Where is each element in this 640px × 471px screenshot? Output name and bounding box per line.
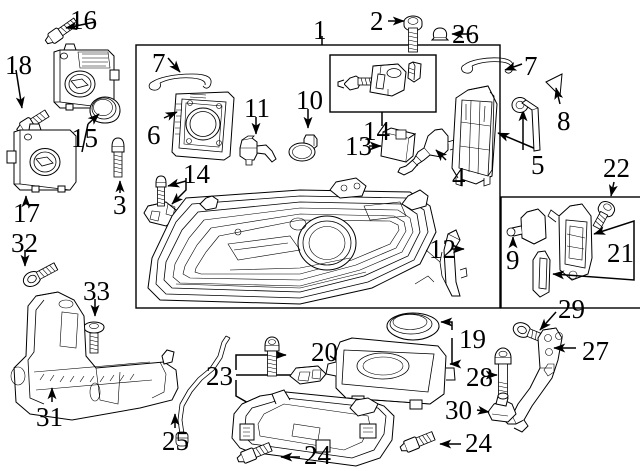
leader-7-right xyxy=(504,62,523,71)
callout-28-bolt: 28 xyxy=(466,362,493,392)
part-23-mounting-plate xyxy=(231,389,395,467)
callout-24-bolt-right: 24 xyxy=(465,428,492,458)
leader-7-left xyxy=(167,57,181,73)
part-21-socket xyxy=(547,203,593,281)
callout-7-spring-right: 7 xyxy=(524,51,538,81)
part-19-gasket xyxy=(386,312,440,341)
leader-5a xyxy=(497,132,537,150)
leader-29 xyxy=(539,311,557,331)
leader-18 xyxy=(15,69,25,109)
callout-13-module: 13 xyxy=(345,131,372,161)
callout-32-bolt: 32 xyxy=(11,228,38,258)
leader-16 xyxy=(65,21,96,31)
callout-25-hose: 25 xyxy=(162,426,189,456)
callout-15-cover-cap: 15 xyxy=(71,123,98,153)
leader-14b xyxy=(171,178,187,205)
part-8-bracket xyxy=(511,73,563,152)
part-28-bolt xyxy=(494,347,512,397)
part-23-bolt xyxy=(264,336,280,377)
part-module-upper xyxy=(53,43,120,111)
callout-22-bolt: 22 xyxy=(603,153,630,183)
leader-22 xyxy=(608,181,618,197)
callout-16-screw: 16 xyxy=(70,5,97,35)
part-1-headlamp-assembly xyxy=(147,177,437,305)
part-19-ballast xyxy=(325,337,456,410)
part-11-bulb xyxy=(239,135,277,166)
callout-26-cap: 26 xyxy=(452,19,479,49)
callout-19-ballast: 19 xyxy=(459,324,486,354)
callout-18-screw: 18 xyxy=(5,50,32,80)
bracket-detail-box xyxy=(329,54,437,113)
leader-19a xyxy=(440,317,453,330)
part-10-bulb-socket xyxy=(288,134,318,162)
part-6-lamp-frame xyxy=(171,91,235,161)
part-23-clip xyxy=(289,365,327,385)
part-9-sensor xyxy=(506,208,547,245)
callout-8-bracket: 8 xyxy=(557,106,571,136)
leader-4 xyxy=(435,149,448,162)
callout-9-sensor: 9 xyxy=(506,245,520,275)
callout-5-lamp-cover: 5 xyxy=(531,150,545,180)
callout-20-bolt: 20 xyxy=(311,337,338,367)
callout-14-bracket-detail: 14 xyxy=(363,116,390,146)
part-14-bracket-screw xyxy=(155,175,167,207)
part-14-bracket-detail xyxy=(337,61,422,97)
part-25-hose xyxy=(175,335,231,447)
callout-17-control-unit: 17 xyxy=(13,198,40,228)
callout-10-bulb-socket: 10 xyxy=(296,85,323,115)
callout-14-bracket: 14 xyxy=(183,159,210,189)
callout-4-bulb: 4 xyxy=(452,162,466,192)
leader-8 xyxy=(554,87,564,105)
main-group-box xyxy=(135,44,501,309)
callout-27-bracket: 27 xyxy=(582,336,609,366)
callout-23-mount-kit: 23 xyxy=(206,361,233,391)
callout-7-spring-left: 7 xyxy=(152,48,166,78)
leader-23a xyxy=(235,350,287,370)
callout-3-screw: 3 xyxy=(113,190,127,220)
callout-2-bolt: 2 xyxy=(370,6,384,36)
leader-6 xyxy=(163,111,178,121)
part-21-seal xyxy=(532,250,551,298)
part-32-bolt xyxy=(22,262,59,287)
callout-33-bolt: 33 xyxy=(83,276,110,306)
part-24-bolt-left xyxy=(236,442,273,464)
part-7-spring-left xyxy=(148,73,212,91)
leader-14a xyxy=(167,178,187,188)
callout-6-lamp-frame: 6 xyxy=(147,120,161,150)
part-22-bolt xyxy=(592,201,616,230)
part-13-module xyxy=(380,127,417,163)
part-5-lamp-cover xyxy=(451,85,498,187)
callout-12-seal: 12 xyxy=(429,234,456,264)
part-17-control-unit xyxy=(6,123,77,193)
part-30-nut xyxy=(487,392,517,423)
part-7-spring-right xyxy=(461,57,514,74)
callout-24-bolt-left: 24 xyxy=(304,440,331,470)
callout-21-socket-kit: 21 xyxy=(607,238,634,268)
leader-19b xyxy=(449,338,462,369)
part-26-cap xyxy=(430,27,450,41)
part-33-bolt xyxy=(83,321,105,354)
leader-21b xyxy=(552,252,635,281)
part-2-bolt xyxy=(403,15,423,53)
callout-11-bulb: 11 xyxy=(244,93,270,123)
leader-15 xyxy=(87,113,100,125)
callout-30-nut: 30 xyxy=(445,395,472,425)
part-24-bolt-right xyxy=(399,431,436,453)
socket-kit-box xyxy=(500,196,640,309)
callout-29-screw: 29 xyxy=(558,294,585,324)
callout-31-lower-bracket: 31 xyxy=(36,402,63,432)
callout-1-headlamp-assembly: 1 xyxy=(313,15,327,45)
part-3-screw xyxy=(111,137,125,178)
leader-30 xyxy=(476,405,490,415)
leader-21a xyxy=(593,219,635,252)
